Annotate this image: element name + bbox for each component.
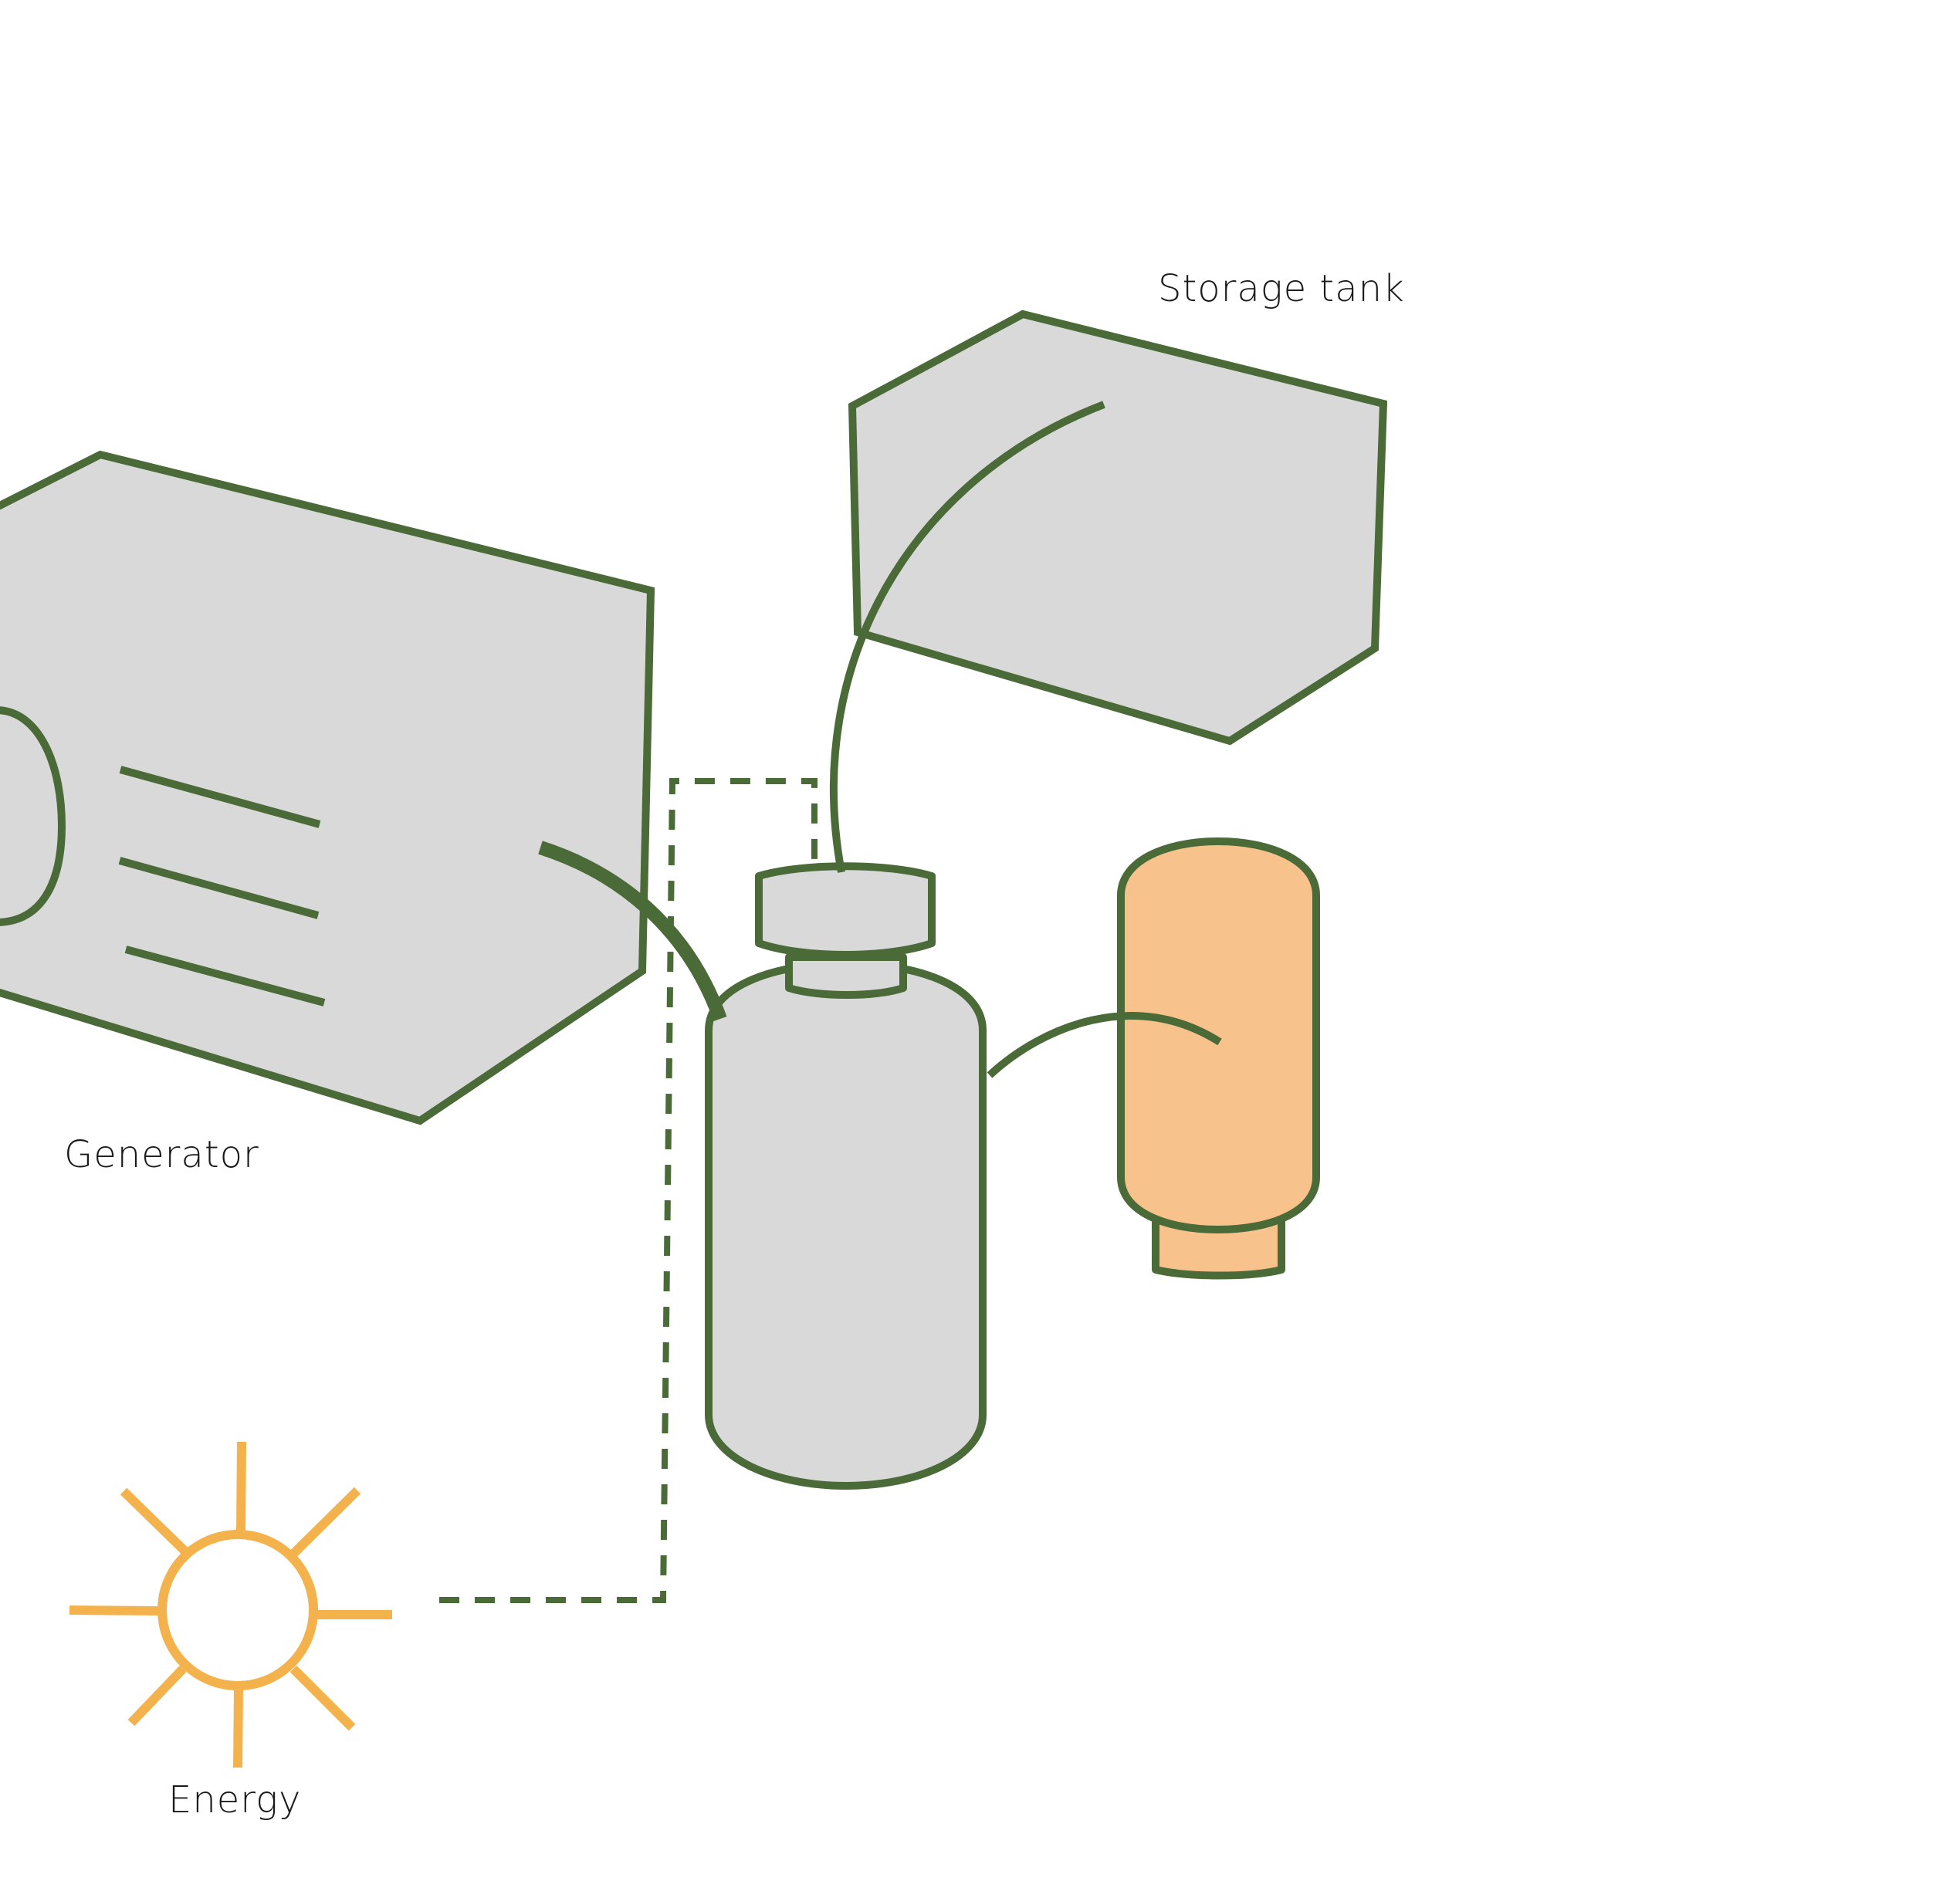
generator-vent-2 xyxy=(118,857,320,919)
orange-tank xyxy=(1117,837,1320,1280)
sun-ray-upleft xyxy=(120,1487,189,1555)
sun-ray-upright xyxy=(288,1487,361,1559)
generator-label: Generator xyxy=(64,1133,259,1176)
central-tank-body xyxy=(705,959,987,1490)
pipe-generator-to-tank xyxy=(538,841,727,1022)
sun-core xyxy=(157,1530,318,1690)
generator-vent-3 xyxy=(124,946,326,1007)
orange-tank-body xyxy=(1117,837,1320,1234)
storage-tank xyxy=(848,310,1388,746)
sun-ray-downright xyxy=(289,1665,356,1731)
pipe-storage-to-tank xyxy=(829,401,1105,873)
energy-dashed-line xyxy=(439,778,818,1603)
storage-tank-label: Storage tank xyxy=(1158,267,1405,310)
central-tank-cap xyxy=(755,862,936,959)
sun-ray-downleft xyxy=(127,1665,187,1727)
generator-body xyxy=(0,450,655,1125)
sun-ray-up xyxy=(236,1441,246,1533)
storage-tank-body xyxy=(848,310,1388,746)
sun-icon xyxy=(69,1441,392,1768)
pipe-tank-to-orange xyxy=(987,1012,1222,1078)
energy-label: Energy xyxy=(168,1778,301,1822)
generator xyxy=(0,450,655,1125)
central-tank xyxy=(705,862,987,1490)
sun-ray-left xyxy=(69,1605,161,1615)
central-tank-neck xyxy=(785,953,907,999)
generator-port xyxy=(0,706,66,926)
generator-vent-1 xyxy=(119,766,321,828)
sun-ray-down xyxy=(233,1687,243,1768)
